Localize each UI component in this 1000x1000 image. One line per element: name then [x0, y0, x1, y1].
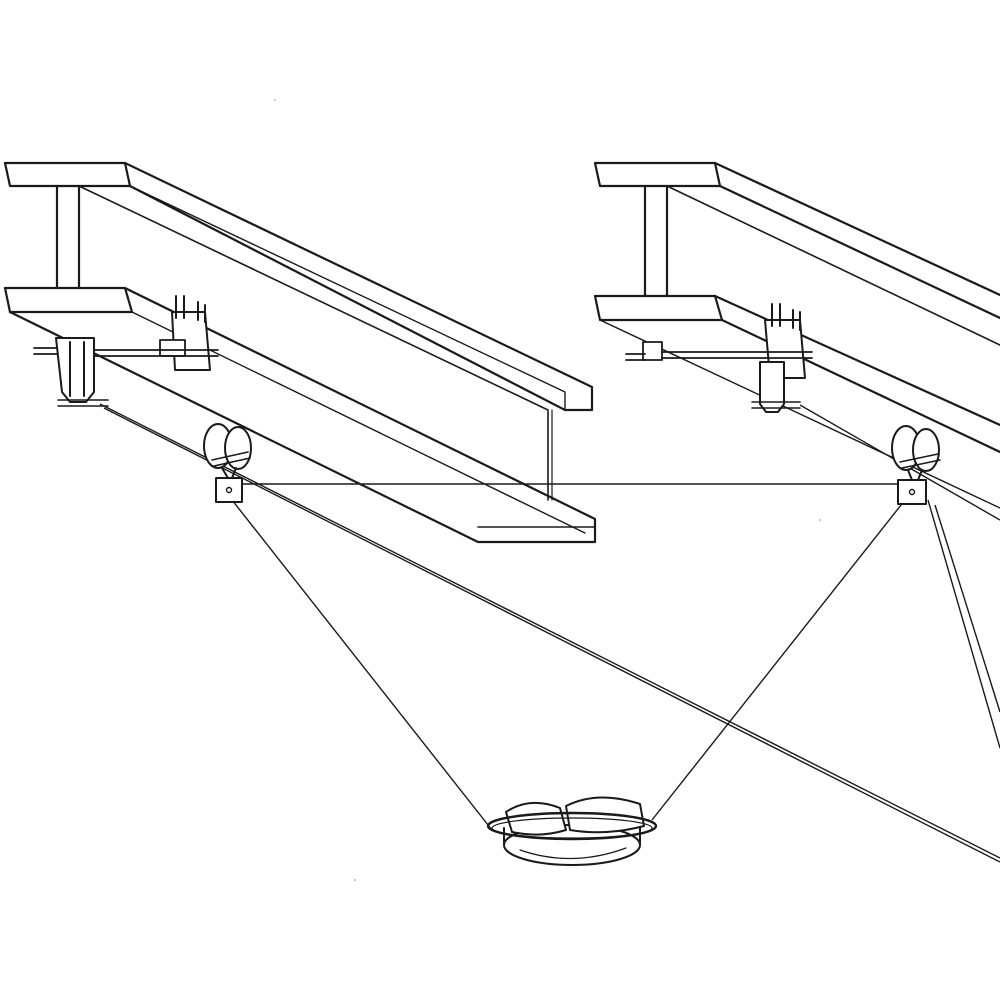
left-beam-bottom-flange-end [3, 286, 134, 314]
right-clamp-bottom-rod [751, 401, 801, 409]
left-pulley-yoke [221, 467, 237, 479]
paper-specks [274, 99, 821, 881]
left-double-pulley [203, 423, 252, 503]
load-base-sides [503, 825, 641, 846]
left-clamp-bolts [175, 295, 206, 323]
suspended-ring-load [486, 796, 658, 866]
load-sling-ring [486, 811, 658, 841]
left-pulley-axle [211, 451, 251, 467]
right-double-pulley [891, 425, 941, 505]
right-beam-top-flange [713, 161, 1000, 320]
left-beam-top-flange-end [3, 161, 132, 188]
cable-diagonal-main [99, 403, 1000, 859]
left-clamp-hook [55, 337, 95, 403]
left-clamp-block [159, 339, 186, 357]
right-pulley-axle [899, 453, 941, 469]
cable-right-off-2 [934, 504, 1000, 713]
load-base-shading [519, 847, 627, 860]
cable-right-off-1 [927, 499, 1000, 749]
left-beam-bottom-flange [8, 286, 597, 544]
left-beam-top-flange-edge [129, 185, 566, 411]
left-clamp-tie-rod [87, 349, 219, 357]
load-sling-ring-inner [491, 817, 653, 839]
left-pulley-block [215, 477, 243, 503]
right-pulley-pin [908, 488, 916, 496]
right-beam-bottom-flange-end [593, 294, 724, 322]
right-beam-bottom-flange [713, 294, 1000, 454]
left-beam-clamp [33, 295, 219, 407]
left-beam-top-flange [123, 161, 594, 412]
left-clamp-rod-stub [33, 347, 61, 355]
left-beam-web [78, 185, 549, 501]
right-clamp-bolts [771, 303, 801, 331]
right-pulley-block [897, 479, 927, 505]
right-beam-top-flange-end [593, 161, 722, 188]
right-clamp-tie-rod [661, 351, 813, 359]
right-clamp-block [642, 341, 663, 361]
right-pulley-wheel-2 [912, 428, 940, 472]
sling-right [651, 499, 906, 821]
left-pulley-pin [225, 486, 233, 494]
right-beam-web [666, 185, 1000, 346]
right-clamp-rod-stub [625, 353, 646, 361]
cables [99, 403, 1000, 863]
right-pulley-yoke [907, 469, 923, 481]
right-beam-clamp [625, 303, 813, 413]
left-clamp-bottom-rod [57, 399, 109, 407]
sling-left [231, 499, 493, 831]
left-clamp-hook-detail [69, 341, 85, 397]
right-clamp-hook [759, 361, 785, 413]
right-i-beam [593, 161, 1000, 509]
left-beam-web-end [55, 184, 81, 290]
right-beam-web-end [643, 184, 669, 298]
